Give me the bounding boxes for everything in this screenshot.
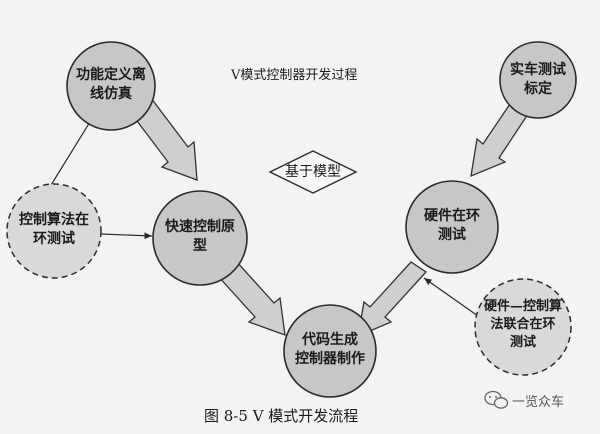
node-code-gen [283,304,377,398]
node-offline-sim-line-2: 线仿真 [90,86,132,102]
node-hil-test-line-1: 硬件在环 [424,208,480,224]
thin-arrow-joint-to-hil [423,277,479,317]
thin-arrow-loop-to-rapid [100,232,153,240]
node-vehicle-cal-line-2: 标定 [524,81,552,97]
node-offline-sim-label: 功能定义离 线仿真 [67,66,155,104]
node-hw-ctrl-joint-line-3: 测试 [509,335,536,350]
node-hil-test [405,180,499,274]
node-rapid-proto-line-2: 型 [193,238,207,254]
node-hil-test-label: 硬件在环 测试 [406,207,498,245]
node-hw-ctrl-joint-line-2: 法联合在环 [490,317,556,332]
node-vehicle-cal-label: 实车测试 标定 [500,61,576,99]
node-control-in-loop [6,183,102,279]
node-hw-ctrl-joint-line-1: 硬件—控制算 [483,299,562,314]
node-hil-test-line-2: 测试 [438,227,466,243]
node-code-gen-line-2: 控制器制作 [295,351,365,367]
node-vehicle-cal-line-1: 实车测试 [510,62,566,78]
node-rapid-proto [152,190,248,286]
node-rapid-proto-label: 快速控制原 型 [153,218,247,256]
node-rapid-proto-line-1: 快速控制原 [165,219,235,235]
node-code-gen-label: 代码生成 控制器制作 [280,331,380,369]
watermark-text: 一览众车 [512,395,565,410]
node-offline-sim-line-1: 功能定义离 [76,67,146,83]
figure-caption: 图 8-5 V 模式开发流程 [204,407,359,425]
thin-arrow-loop-to-offline [47,116,94,191]
thick-arrow-hil-to-codegen [357,261,427,338]
node-code-gen-line-1: 代码生成 [302,332,358,348]
node-hw-ctrl-joint-label: 硬件—控制算 法联合在环 测试 [475,298,571,352]
node-control-in-loop-line-2: 环测试 [33,231,75,247]
node-control-in-loop-label: 控制算法在 环测试 [7,211,101,249]
node-hw-ctrl-joint [474,278,572,376]
node-offline-sim [66,41,156,131]
center-diamond-label: 基于模型 [285,164,341,180]
node-control-in-loop-line-1: 控制算法在 [19,212,89,228]
node-vehicle-cal [499,41,577,119]
wechat-icon [484,390,509,409]
diagram-title: V模式控制器开发过程 [231,68,358,83]
thick-arrow-vehicle-to-hil [470,97,531,178]
center-diamond [268,150,358,194]
